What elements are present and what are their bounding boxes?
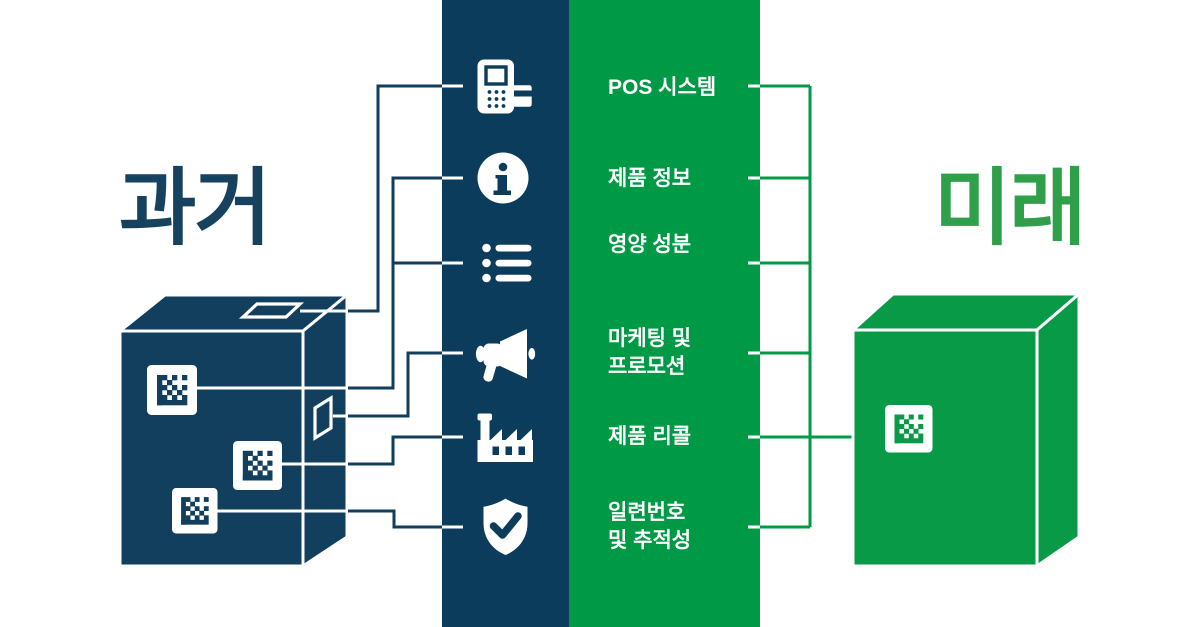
past-box: [115, 291, 352, 569]
feature-label-marketing: 마케팅 및 프로모션: [608, 327, 692, 378]
future-connector-lines: [748, 84, 877, 529]
future-box-front-face: [851, 328, 1039, 568]
feature-label-recall: 제품 리콜: [608, 425, 692, 448]
top-slot-label-icon: [238, 302, 305, 319]
past-title: 과거: [119, 161, 272, 255]
future-column: [569, 0, 760, 627]
datamatrix-icon: [885, 405, 933, 453]
future-box: [849, 290, 1084, 569]
feature-label-pos: POS 시스템: [608, 76, 717, 99]
feature-label-nutrition: 영양 성분: [608, 233, 692, 256]
info-icon: [477, 152, 529, 204]
factory-icon: [477, 413, 533, 462]
shield-check-icon: [483, 498, 528, 555]
megaphone-icon: [475, 329, 536, 382]
list-icon: [482, 243, 532, 283]
future-title: 미래: [934, 161, 1087, 255]
feature-label-serial: 일련번호 및 추적성: [608, 501, 692, 552]
datamatrix-icon: [172, 488, 218, 534]
datamatrix-icon: [233, 441, 282, 490]
side-slot-label-icon: [313, 395, 333, 441]
pos-terminal-icon: [477, 59, 535, 114]
future-box-right-face: [1035, 290, 1081, 569]
feature-label-product-info: 제품 정보: [608, 167, 692, 190]
datamatrix-icon: [147, 365, 197, 415]
past-connector-lines: [197, 84, 463, 529]
